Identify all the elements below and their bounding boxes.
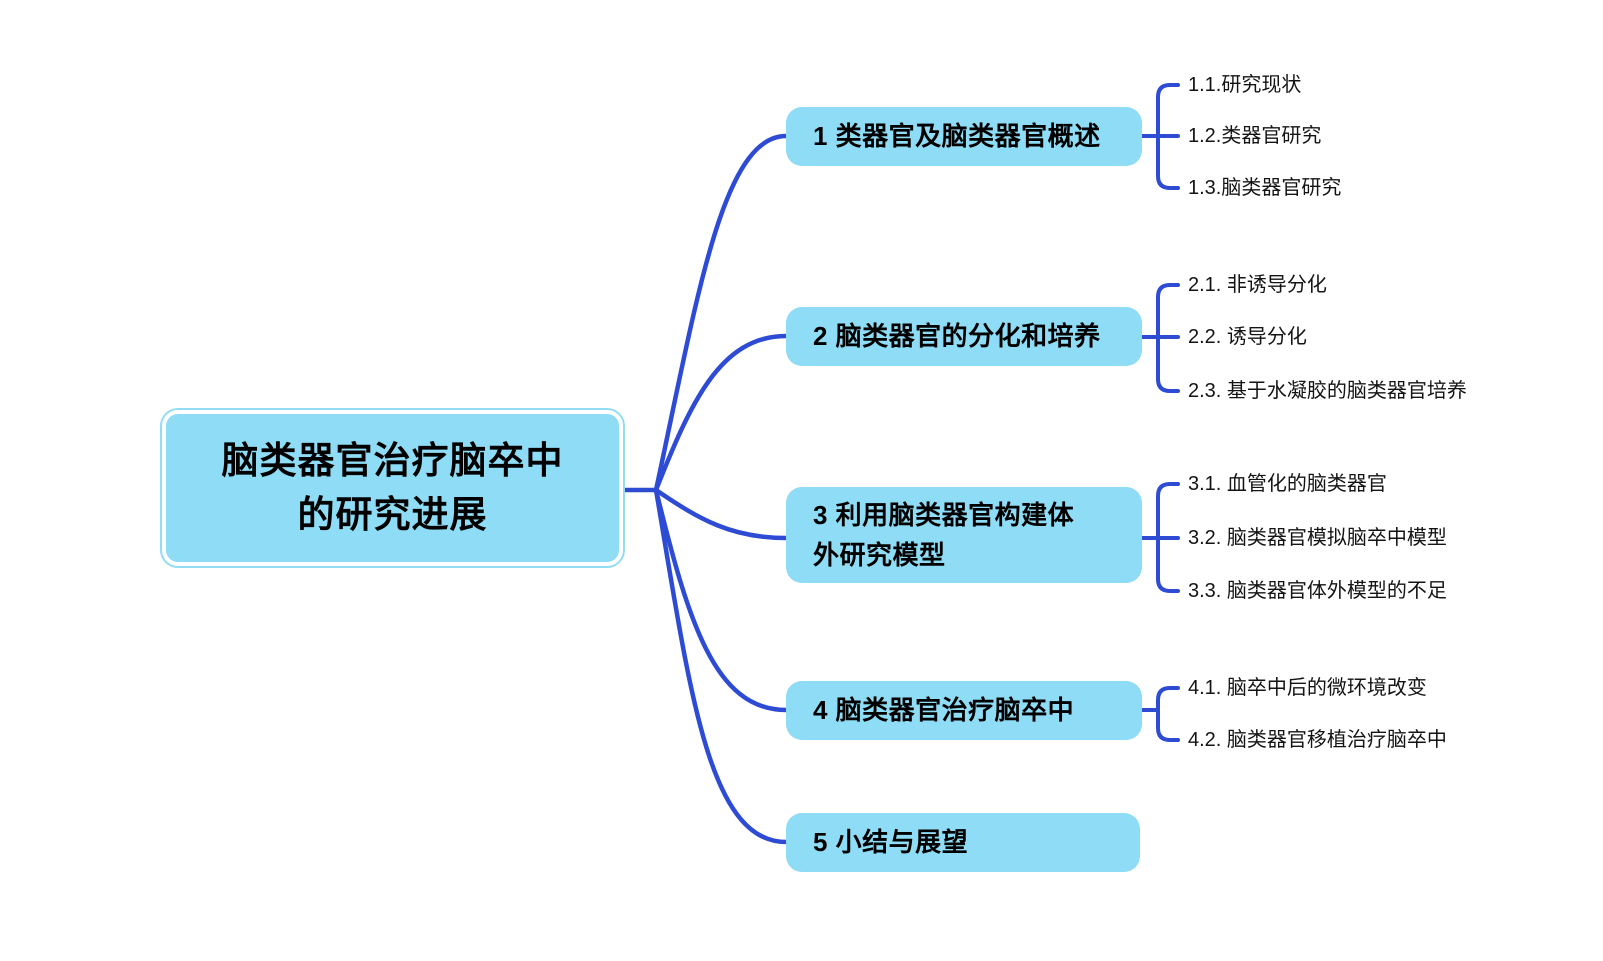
child-topic-3-2[interactable]: 3.2. 脑类器官模拟脑卒中模型 (1188, 527, 1447, 549)
root-topic-label: 脑类器官治疗脑卒中的研究进展 (221, 440, 564, 535)
root-topic[interactable]: 脑类器官治疗脑卒中的研究进展 (160, 408, 625, 568)
bracket-branch-2 (1156, 283, 1180, 393)
branch-topic-2[interactable]: 2 脑类器官的分化和培养 (786, 307, 1142, 366)
branch-topic-3[interactable]: 3 利用脑类器官构建体外研究模型 (786, 487, 1142, 583)
branch-topic-4[interactable]: 4 脑类器官治疗脑卒中 (786, 681, 1142, 740)
branch-topic-4-label: 4 脑类器官治疗脑卒中 (813, 695, 1075, 726)
bracket-branch-1 (1156, 83, 1180, 190)
branch-topic-1[interactable]: 1 类器官及脑类器官概述 (786, 107, 1142, 166)
branch-topic-5-label: 5 小结与展望 (813, 827, 969, 858)
child-topic-2-3[interactable]: 2.3. 基于水凝胶的脑类器官培养 (1188, 380, 1467, 402)
connector-hub-branch-2 (653, 333, 789, 493)
child-topic-1-3[interactable]: 1.3.脑类器官研究 (1188, 177, 1342, 199)
bracket-branch-3 (1156, 482, 1180, 593)
branch-topic-1-label: 1 类器官及脑类器官概述 (813, 121, 1101, 152)
child-topic-3-3[interactable]: 3.3. 脑类器官体外模型的不足 (1188, 580, 1447, 602)
branch-topic-3-label: 3 利用脑类器官构建体外研究模型 (813, 499, 1075, 570)
branch-topic-2-label: 2 脑类器官的分化和培养 (813, 321, 1101, 352)
bracket-branch-4 (1156, 686, 1180, 742)
branch-topic-5[interactable]: 5 小结与展望 (786, 813, 1140, 872)
child-topic-2-2[interactable]: 2.2. 诱导分化 (1188, 326, 1307, 348)
connector-hub-branch-1 (653, 133, 789, 493)
child-topic-1-1[interactable]: 1.1.研究现状 (1188, 74, 1302, 96)
root-topic-fill: 脑类器官治疗脑卒中的研究进展 (166, 414, 619, 562)
connector-hub-branch-3 (653, 487, 789, 541)
connector-hub-branch-4 (653, 487, 789, 713)
child-topic-4-2[interactable]: 4.2. 脑类器官移植治疗脑卒中 (1188, 729, 1447, 751)
child-topic-3-1[interactable]: 3.1. 血管化的脑类器官 (1188, 473, 1387, 495)
child-topic-1-2[interactable]: 1.2.类器官研究 (1188, 125, 1322, 147)
connector-hub-branch-5 (653, 487, 789, 845)
child-topic-4-1[interactable]: 4.1. 脑卒中后的微环境改变 (1188, 677, 1427, 699)
child-topic-2-1[interactable]: 2.1. 非诱导分化 (1188, 274, 1327, 296)
